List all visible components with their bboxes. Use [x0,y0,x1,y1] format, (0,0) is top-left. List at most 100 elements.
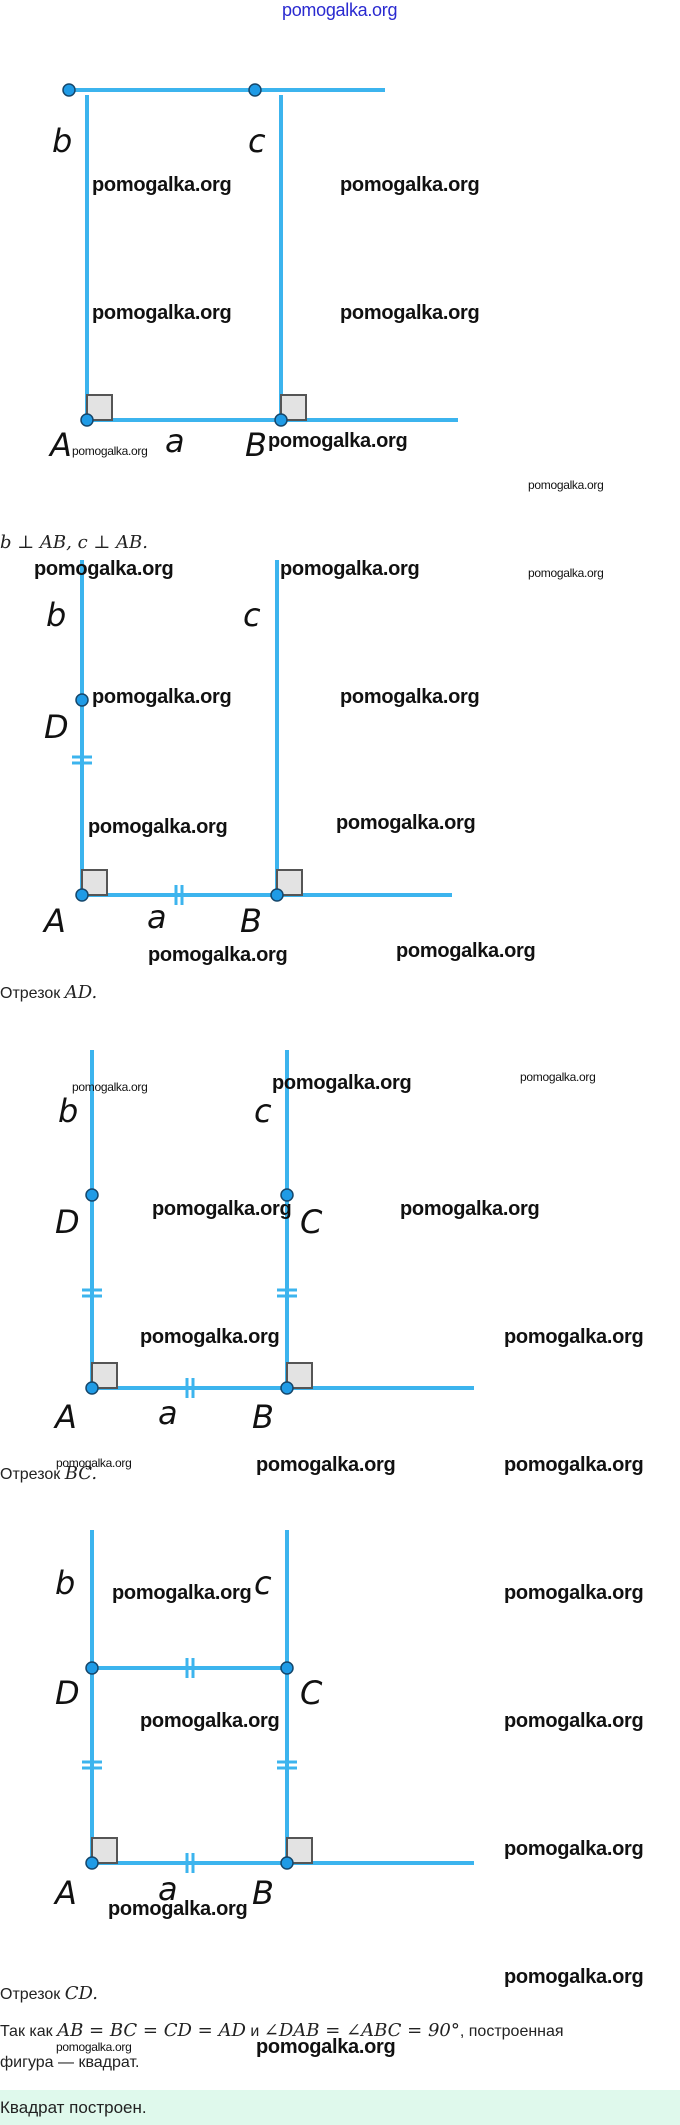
result-box: Квадрат построен. [0,2090,680,2125]
watermark: pomogalka.org [108,1898,248,1920]
text: и [250,2023,260,2040]
watermark: pomogalka.org [280,558,420,580]
math: AB = BC = CD = AD [57,2020,246,2041]
watermark: pomogalka.org [72,1080,148,1094]
conclusion-line-1: Так как AB = BC = CD = AD и ∠DAB = ∠ABC … [0,2020,564,2041]
label-b: b [58,1092,78,1130]
caption-bc: Отрезок BC. [0,1463,97,1484]
math: AD. [64,982,98,1003]
label-a: a [165,422,185,460]
watermark: pomogalka.org [528,566,604,580]
watermark: pomogalka.org [528,478,604,492]
label-C: C [300,1203,323,1241]
text: , построенная [459,2023,564,2040]
label-B: B [252,1398,274,1436]
label-b: b [55,1564,75,1602]
watermark: pomogalka.org [140,1326,280,1348]
watermark: pomogalka.org [88,816,228,838]
watermark: pomogalka.org [256,1454,396,1476]
watermark: pomogalka.org [282,0,398,20]
watermark: pomogalka.org [56,2040,132,2054]
watermark: pomogalka.org [148,944,288,966]
watermark: pomogalka.org [140,1710,280,1732]
watermark: pomogalka.org [504,1966,644,1988]
watermark: pomogalka.org [34,558,174,580]
watermark: pomogalka.org [272,1072,412,1094]
label-a: a [147,898,167,936]
watermark: pomogalka.org [396,940,536,962]
label-A: A [48,426,72,464]
diagram-1: b c A a B [48,83,458,464]
perpendicular-statement: b ⊥ AB, c ⊥ AB. [0,532,148,553]
caption-prefix: Отрезок [0,1986,61,2003]
math: CD. [64,1983,99,2004]
diagram-4: b c D C A a B [53,1530,474,1912]
point-A [85,1381,99,1395]
watermark: pomogalka.org [504,1326,644,1348]
watermark: pomogalka.org [152,1198,292,1220]
caption-ad: Отрезок AD. [0,982,97,1003]
diagram-3: b c D C A a B [53,1050,474,1436]
point-B [274,413,288,427]
point-D [85,1661,99,1675]
watermark: pomogalka.org [92,686,232,708]
point-A [85,1856,99,1870]
watermark: pomogalka.org [336,812,476,834]
caption-prefix: Отрезок [0,1466,61,1483]
caption-prefix: Отрезок [0,985,61,1002]
caption-cd: Отрезок CD. [0,1983,98,2004]
watermark: pomogalka.org [340,686,480,708]
label-A: A [42,902,66,940]
watermark: pomogalka.org [56,1456,132,1470]
watermark: pomogalka.org [72,444,148,458]
math: ∠DAB = ∠ABC = 90° [263,2020,460,2041]
watermark: pomogalka.org [92,174,232,196]
label-A: A [53,1398,77,1436]
point-D [85,1188,99,1202]
watermark: pomogalka.org [520,1070,596,1084]
label-B: B [240,902,262,940]
label-c: c [254,1564,272,1602]
right-angle-A [91,1837,118,1864]
label-b: b [46,596,66,634]
watermark: pomogalka.org [400,1198,540,1220]
watermark: pomogalka.org [92,302,232,324]
watermark: pomogalka.org [256,2036,396,2058]
watermark: pomogalka.org [504,1582,644,1604]
watermark: pomogalka.org [340,174,480,196]
point-D [75,693,89,707]
right-angle-B [286,1837,313,1864]
point-B [280,1381,294,1395]
point-C [280,1188,294,1202]
watermark: pomogalka.org [112,1582,252,1604]
math: b ⊥ AB, c ⊥ AB. [0,532,148,553]
label-b: b [52,122,72,160]
label-c: c [243,596,261,634]
watermark: pomogalka.org [504,1710,644,1732]
watermark: pomogalka.org [340,302,480,324]
label-D: D [55,1203,80,1241]
label-c: c [254,1092,272,1130]
label-A: A [53,1874,77,1912]
point [248,83,262,97]
point-B [280,1856,294,1870]
watermark: pomogalka.org [504,1454,644,1476]
text: Так как [0,2023,53,2040]
label-B: B [252,1874,274,1912]
watermark: pomogalka.org [504,1838,644,1860]
label-c: c [248,122,266,160]
watermark: pomogalka.org [268,430,408,452]
point-A [80,413,94,427]
label-D: D [44,708,69,746]
label-a: a [158,1394,178,1432]
label-a: a [158,1870,178,1908]
conclusion-line-2: фигура — квадрат. [0,2054,140,2071]
point [62,83,76,97]
point-C [280,1661,294,1675]
diagram-2: b c D A a B [42,560,452,940]
math: BC. [64,1463,98,1484]
point-B [270,888,284,902]
label-B: B [245,426,267,464]
